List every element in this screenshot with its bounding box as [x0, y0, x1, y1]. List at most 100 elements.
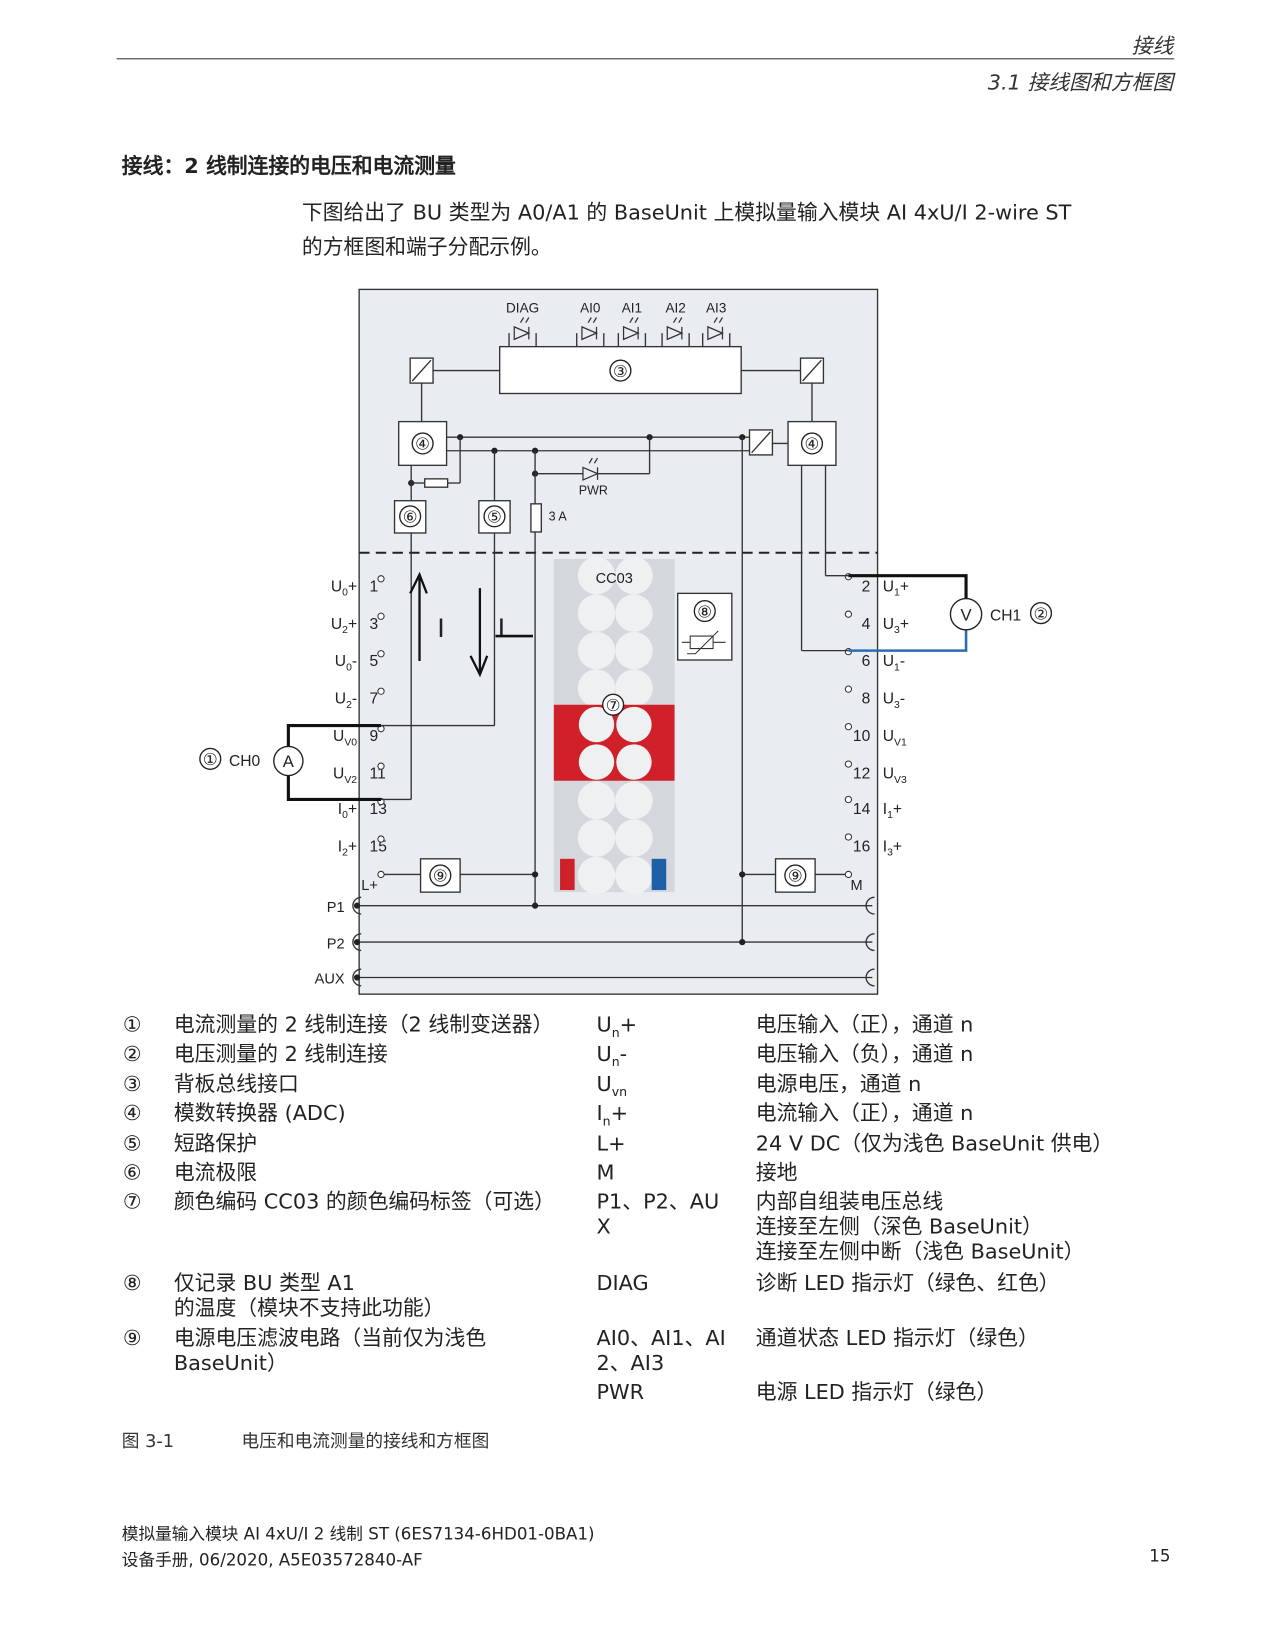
legend-description: 颜色编码 CC03 的颜色编码标签（可选）: [173, 1188, 555, 1214]
terminal-point: [377, 687, 385, 695]
led-label-ai2: AI2: [665, 300, 685, 315]
label-slot: [616, 744, 652, 780]
legend-meaning: 电压输入（负），通道 n: [755, 1041, 974, 1066]
led-label-ai0: AI0: [580, 300, 600, 315]
legend-meaning: 接地: [755, 1159, 798, 1185]
legend-symbol: Uvn: [596, 1071, 628, 1100]
marker-6: [399, 505, 422, 528]
ammeter-icon-label: A: [283, 752, 295, 771]
legend-meaning: 24 V DC（仅为浅色 BaseUnit 供电）: [755, 1130, 1114, 1156]
bus-connector: [352, 968, 875, 987]
label-slot: [615, 669, 653, 707]
label-slot: [577, 556, 616, 595]
legend-symbol: DIAG: [596, 1270, 649, 1296]
intro-line-1: 下图给出了 BU 类型为 A0/A1 的 BaseUnit 上模拟量输入模块 A…: [301, 199, 1072, 225]
header-section: 接线: [1131, 33, 1174, 59]
terminal-point: [844, 870, 853, 879]
thermistor-icon: [681, 630, 726, 655]
terminal-point: [377, 762, 385, 770]
intro-line-2: 的方框图和端子分配示例。: [301, 234, 552, 260]
junction-dot: [353, 938, 361, 946]
left-terminal-number-9: 9: [370, 728, 379, 745]
left-terminal-label-15: I2+: [338, 839, 357, 859]
left-terminal-number-3: 3: [370, 616, 379, 633]
m-label: M: [850, 878, 862, 894]
legend-description: 背板总线接口: [173, 1071, 299, 1097]
legend-symbol: PWR: [596, 1379, 645, 1405]
marker-8-label: ⑧: [697, 602, 712, 621]
bus-connector: [352, 933, 875, 952]
led-label-diag: DIAG: [506, 300, 539, 315]
header-rule: [116, 58, 1175, 60]
legend-symbol: Un-: [596, 1041, 628, 1070]
bus-label-p1: P1: [327, 900, 345, 916]
footer-product: 模拟量输入模块 AI 4xU/I 2 线制 ST (6ES7134-6HD01-…: [121, 1524, 595, 1544]
ch1-label: CH1: [990, 607, 1021, 624]
color-label-red-block: [553, 704, 675, 781]
figure-number: 图 3-1: [121, 1431, 175, 1453]
right-terminal-label-10: UV1: [883, 728, 907, 748]
section-heading: 接线：2 线制连接的电压和电流测量: [121, 153, 456, 179]
marker-5-label: ⑤: [487, 508, 502, 527]
right-terminal-label-8: U3-: [883, 691, 905, 711]
handwritten-current-arrows: [409, 571, 489, 678]
label-slot: [616, 706, 652, 743]
label-slot: [577, 819, 616, 857]
legend-marker: ⑤: [122, 1130, 142, 1156]
legend-marker: ⑧: [122, 1270, 142, 1296]
label-slot: [615, 631, 653, 670]
legend-marker: ⑦: [122, 1188, 142, 1214]
legend-symbol: Un+: [596, 1011, 638, 1040]
legend-marker: ①: [122, 1011, 142, 1037]
legend-description: 短路保护: [173, 1130, 258, 1156]
label-slot: [577, 781, 616, 820]
handwritten-current-label-1: I: [437, 613, 445, 643]
junction-dot: [739, 871, 746, 878]
label-slot: [615, 819, 653, 857]
marker-3: [609, 359, 632, 382]
legend-meaning: 电源 LED 指示灯（绿色）: [755, 1379, 998, 1405]
voltmeter-icon-label: V: [960, 605, 972, 624]
legend-marker: ⑥: [122, 1159, 142, 1185]
label-slot: [615, 856, 653, 895]
marker-1-label: ①: [203, 750, 218, 769]
led-label-ai3: AI3: [706, 300, 726, 315]
marker-9-right-label: ⑨: [788, 867, 803, 886]
left-terminal-label-11: UV2: [333, 766, 357, 786]
terminal-point: [844, 833, 853, 841]
fuse-label: 3 A: [549, 510, 568, 524]
legend-symbol: L+: [596, 1130, 626, 1156]
right-terminal-number-2: 2: [862, 578, 871, 595]
label-slot: [615, 556, 653, 595]
fuse-icon: [530, 503, 542, 533]
legend-meaning: 诊断 LED 指示灯（绿色、红色）: [755, 1270, 1060, 1296]
bus-connector: [352, 896, 875, 915]
legend-meaning: 通道状态 LED 指示灯（绿色）: [755, 1325, 1039, 1351]
label-slot: [577, 631, 616, 670]
right-terminal-number-12: 12: [853, 766, 870, 783]
marker-3-label: ③: [613, 362, 628, 381]
color-label-red-tab: [560, 858, 575, 891]
terminal-point: [377, 650, 385, 658]
terminal-point: [844, 722, 853, 731]
junction-dot: [353, 902, 361, 909]
terminal-point: [377, 575, 385, 583]
voltmeter-icon: [949, 597, 983, 631]
right-terminal-label-6: U1-: [883, 653, 905, 673]
left-terminal-label-13: I0+: [338, 801, 357, 821]
label-slot: [577, 856, 616, 895]
label-slot: [577, 594, 616, 632]
led-ai1-icon: [622, 317, 640, 341]
adc-left-box: [398, 420, 448, 467]
terminal-point: [377, 870, 385, 879]
bus-label-p2: P2: [327, 936, 345, 952]
legend-symbol: In+: [596, 1100, 629, 1129]
color-label-blue-tab: [651, 858, 667, 891]
left-terminal-number-7: 7: [370, 691, 379, 708]
legend-meaning: 内部自组装电压总线连接至左侧（深色 BaseUnit）连接至左侧中断（浅色 Ba…: [755, 1188, 1085, 1264]
led-label-ai1: AI1: [622, 300, 642, 315]
right-terminal-number-6: 6: [862, 653, 871, 670]
